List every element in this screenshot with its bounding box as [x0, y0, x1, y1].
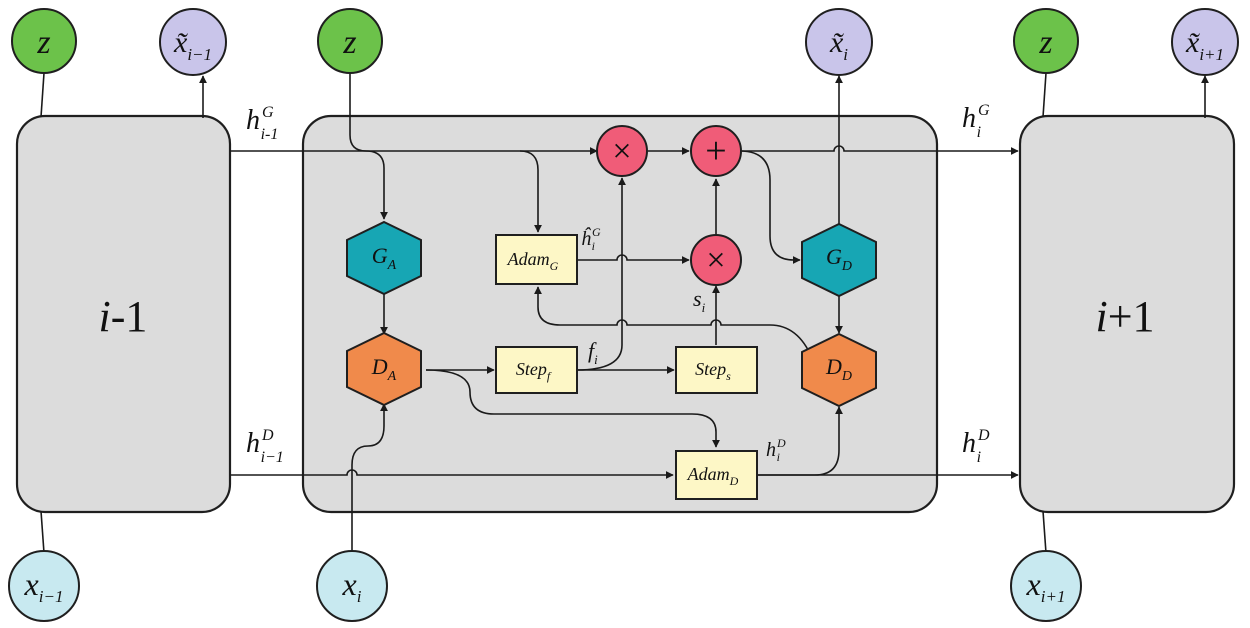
arrow-hG-to-adamG: [519, 150, 542, 233]
hexagon-DD-label: DD: [825, 354, 852, 384]
z-next-connector: [1042, 72, 1047, 118]
x-tilde-node-prev: [159, 8, 227, 76]
block-prev-label: i-1: [99, 292, 148, 341]
z-node-prev: [11, 8, 77, 74]
module-adamD-label: AdamD: [687, 464, 739, 488]
x-node-current: [316, 550, 388, 622]
multiply-operator-top: [596, 125, 648, 177]
x-tilde-node-prev-label: x̃i−1: [173, 26, 212, 64]
arrow-DA-to-adamD: [425, 369, 720, 448]
x-prev-connector: [40, 510, 45, 554]
x-node-next: [1010, 550, 1082, 622]
x-tilde-node-current: [805, 8, 873, 76]
hexagon-GA: [346, 220, 422, 296]
module-adamD: [675, 450, 758, 500]
z-node-next: [1013, 8, 1079, 74]
module-steps: [675, 346, 758, 394]
hexagon-GD: [801, 222, 877, 298]
x-next-connector: [1042, 510, 1047, 554]
module-stepf: [495, 346, 578, 394]
block-current: [301, 114, 939, 514]
hexagon-GD-label: GD: [826, 244, 852, 274]
z-node-current-label: z: [342, 24, 356, 61]
arrow-z-to-GA: [349, 73, 388, 220]
z-node-next-label: z: [1038, 24, 1052, 61]
arrow-DD-to-adamG: [534, 286, 813, 359]
multiply-operator-mid: [690, 234, 742, 286]
plus-operator: [690, 125, 742, 177]
block-next-label: i+1: [1095, 292, 1154, 341]
edge-label-si: si: [693, 286, 706, 315]
x-node-prev-label: xi−1: [24, 566, 64, 606]
hexagon-DA: [346, 331, 422, 407]
z-prev-connector: [40, 72, 45, 118]
multiply-operator-top-symbol: ×: [612, 133, 631, 170]
module-adamG-label: AdamG: [507, 249, 559, 273]
x-tilde-node-current-label: x̃i: [829, 26, 848, 64]
z-node-current: [317, 8, 383, 74]
x-tilde-node-next: [1171, 8, 1239, 76]
hexagon-DA-label: DA: [371, 354, 397, 384]
hexagon-DD: [801, 332, 877, 408]
multiply-operator-mid-symbol: ×: [706, 242, 725, 279]
block-next: [1018, 114, 1236, 514]
z-node-prev-label: z: [36, 24, 50, 61]
edge-label-fi: fi: [588, 338, 598, 367]
x-node-next-label: xi+1: [1026, 566, 1066, 606]
module-stepf-label: Stepf: [516, 359, 552, 383]
arrow-x-to-DA: [351, 403, 388, 553]
hexagon-GA-label: GA: [372, 243, 397, 273]
x-tilde-node-next-label: x̃i+1: [1185, 26, 1224, 64]
x-node-current-label: xi: [342, 566, 362, 606]
module-steps-label: Steps: [695, 359, 731, 383]
arrow-plus-to-GD: [739, 150, 801, 264]
plus-operator-symbol: +: [705, 130, 726, 172]
arrow-adamD-to-DD: [757, 406, 843, 476]
module-adamG: [495, 234, 578, 285]
x-node-prev: [8, 550, 80, 622]
block-prev: [15, 114, 232, 514]
